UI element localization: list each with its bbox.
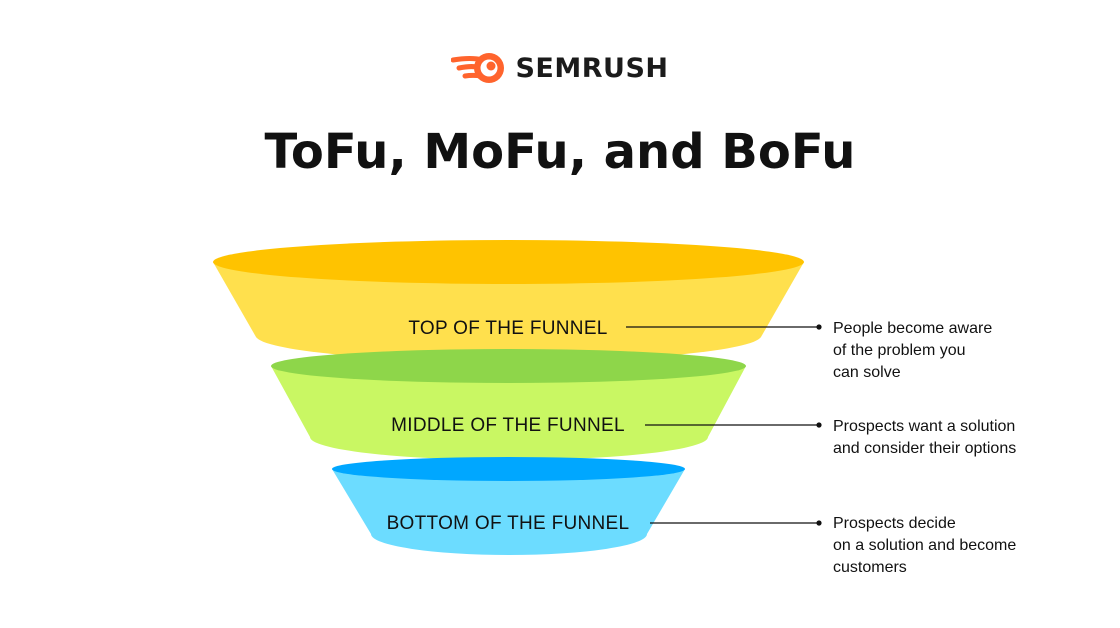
funnel-stage-middle: MIDDLE OF THE FUNNEL [271, 349, 822, 460]
funnel-stage-top: TOP OF THE FUNNEL [213, 240, 822, 362]
stage-rim-middle [271, 349, 746, 383]
stage-body-bottom [332, 469, 685, 555]
funnel-stage-bottom: BOTTOM OF THE FUNNEL [332, 457, 822, 555]
connector-dot-middle [816, 422, 822, 428]
stage-label-top: TOP OF THE FUNNEL [408, 318, 607, 339]
stage-body-middle [271, 366, 746, 460]
stage-rim-bottom [332, 457, 685, 481]
stage-description-bottom: Prospects decide on a solution and becom… [833, 515, 1017, 576]
stage-description-middle: Prospects want a solution and consider t… [833, 418, 1017, 457]
stage-rim-top [213, 240, 804, 284]
brand-logo: SEMRUSH [0, 46, 1120, 90]
connector-dot-top [816, 324, 822, 330]
connector-dot-bottom [816, 520, 822, 526]
stage-description-top: People become aware of the problem you c… [833, 320, 993, 381]
stage-label-middle: MIDDLE OF THE FUNNEL [391, 415, 625, 436]
brand-name: SEMRUSH [515, 52, 669, 84]
page-title: ToFu, MoFu, and BoFu [264, 124, 856, 180]
semrush-comet-icon [451, 53, 505, 83]
brand-logo-group: SEMRUSH [451, 46, 668, 90]
stage-label-bottom: BOTTOM OF THE FUNNEL [387, 513, 630, 534]
comet-core-dot [486, 61, 496, 71]
stage-body-top [213, 262, 804, 362]
